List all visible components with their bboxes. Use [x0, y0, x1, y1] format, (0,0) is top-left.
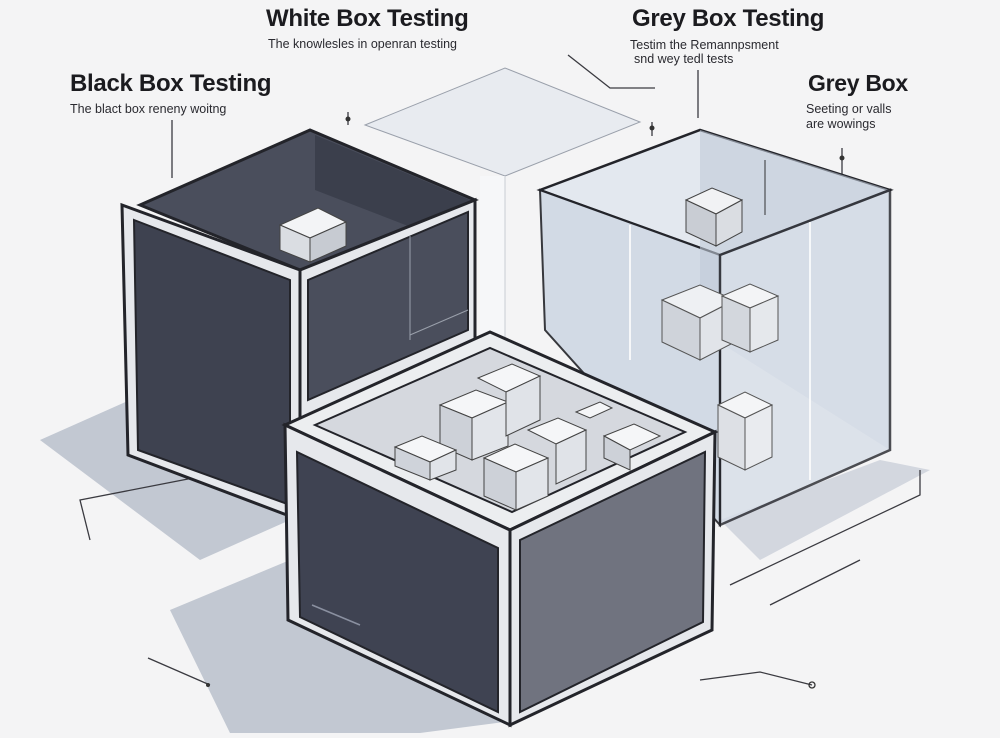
open-box — [281, 330, 719, 728]
white-box-caption: The knowlesles in openran testing — [268, 37, 458, 51]
grey-box-testing-caption-1: Testim the Remannpsment — [630, 38, 779, 52]
grey-box-caption-1: Seeting or valls — [806, 102, 892, 116]
pointer-dot-right — [808, 681, 816, 689]
pointer-dot-grey — [649, 125, 655, 131]
pointer-dot-white — [345, 116, 351, 122]
open-box-contents — [393, 363, 662, 511]
grey-box-testing-title: Grey Box Testing — [632, 5, 825, 32]
pointer-bottom-left — [147, 657, 211, 686]
grey-box-title: Grey Box — [808, 70, 908, 96]
grey-box-caption-2: are wowings — [806, 117, 876, 131]
pointer-dot-greybox — [839, 155, 845, 161]
pointer-right-2 — [769, 559, 861, 606]
pointer-grey-testing-1 — [567, 54, 655, 89]
white-box-title: White Box Testing — [266, 5, 469, 32]
pointer-bottom-right — [699, 671, 813, 686]
grey-box-testing-caption-2: snd wey tedl tests — [634, 52, 734, 66]
pointer-dot-left — [206, 683, 210, 687]
grey-box — [536, 128, 894, 528]
pointer-right-1 — [729, 470, 921, 586]
black-box-caption: The blact box reneny woitng — [70, 102, 227, 116]
pointer-lines — [79, 54, 921, 686]
white-box-panel — [363, 67, 642, 340]
floor-shadow-black — [40, 400, 290, 560]
floor-shadow-grey — [720, 460, 930, 560]
black-box-title: Black Box Testing — [70, 70, 272, 97]
